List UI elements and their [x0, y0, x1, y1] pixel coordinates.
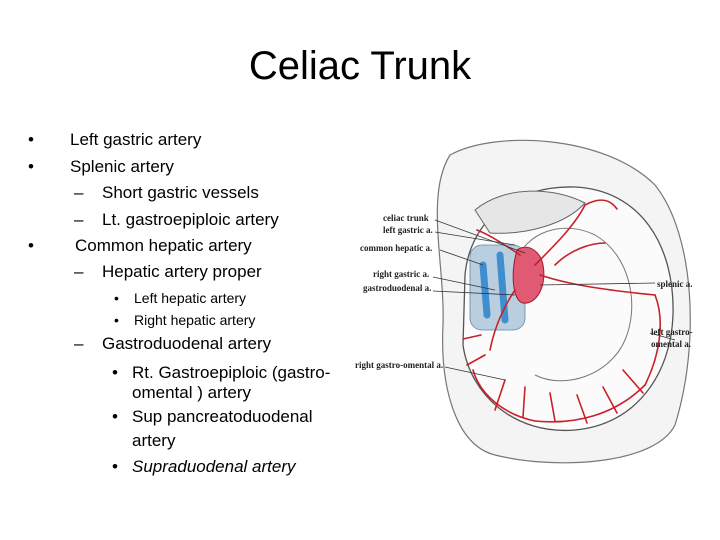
label-left-gastro-line2: omental a.	[651, 339, 691, 349]
liver-lobe	[474, 190, 586, 234]
bullet-marker: •	[112, 407, 118, 426]
item-rt-gastroepiploic-line1: Rt. Gastroepiploic (gastro-	[132, 363, 331, 382]
bullet-marker: •	[28, 157, 34, 176]
item-sup-pancreatoduodenal-line2: artery	[132, 431, 176, 450]
dash-marker: –	[74, 210, 84, 229]
label-left-gastric: left gastric a.	[383, 225, 433, 235]
item-left-gastric: Left gastric artery	[70, 130, 202, 149]
label-right-gastric: right gastric a.	[373, 269, 429, 279]
item-left-hepatic: Left hepatic artery	[134, 290, 247, 306]
greater-curvature	[514, 227, 633, 382]
item-sup-pancreatoduodenal-line1: Sup pancreatoduodenal	[132, 407, 313, 426]
dash-marker: –	[74, 262, 84, 281]
bullet-marker: •	[28, 130, 34, 149]
slide-title: Celiac Trunk	[248, 44, 472, 88]
bullet-marker: •	[112, 363, 118, 382]
bullet-marker: •	[114, 290, 119, 306]
item-splenic: Splenic artery	[70, 157, 174, 176]
item-supraduodenal: Supraduodenal artery	[132, 457, 296, 476]
label-celiac-trunk: celiac trunk	[383, 213, 429, 223]
item-right-hepatic: Right hepatic artery	[134, 312, 256, 328]
bullet-marker: •	[114, 312, 119, 328]
item-common-hepatic: Common hepatic artery	[75, 236, 252, 255]
label-right-gastro-omental: right gastro-omental a.	[355, 360, 443, 370]
label-splenic: splenic a.	[657, 279, 693, 289]
label-left-gastro-line1: left gastro-	[651, 327, 693, 337]
item-hepatic-proper: Hepatic artery proper	[102, 262, 262, 281]
item-gastroduodenal: Gastroduodenal artery	[102, 334, 272, 353]
label-gastroduodenal: gastroduodenal a.	[363, 283, 431, 293]
dash-marker: –	[74, 183, 84, 202]
bullet-marker: •	[28, 236, 34, 255]
item-rt-gastroepiploic-line2: omental ) artery	[132, 383, 252, 402]
celiac-artery	[512, 246, 545, 304]
bullet-marker: •	[112, 457, 118, 476]
leader-lines	[432, 219, 676, 381]
celiac-trunk-illustration: celiac trunk left gastric a. common hepa…	[355, 139, 693, 464]
item-lt-gastroepiploic: Lt. gastroepiploic artery	[102, 210, 279, 229]
item-short-gastric: Short gastric vessels	[102, 183, 259, 202]
label-common-hepatic: common hepatic a.	[360, 243, 432, 253]
dash-marker: –	[74, 334, 84, 353]
arteries	[462, 199, 661, 424]
